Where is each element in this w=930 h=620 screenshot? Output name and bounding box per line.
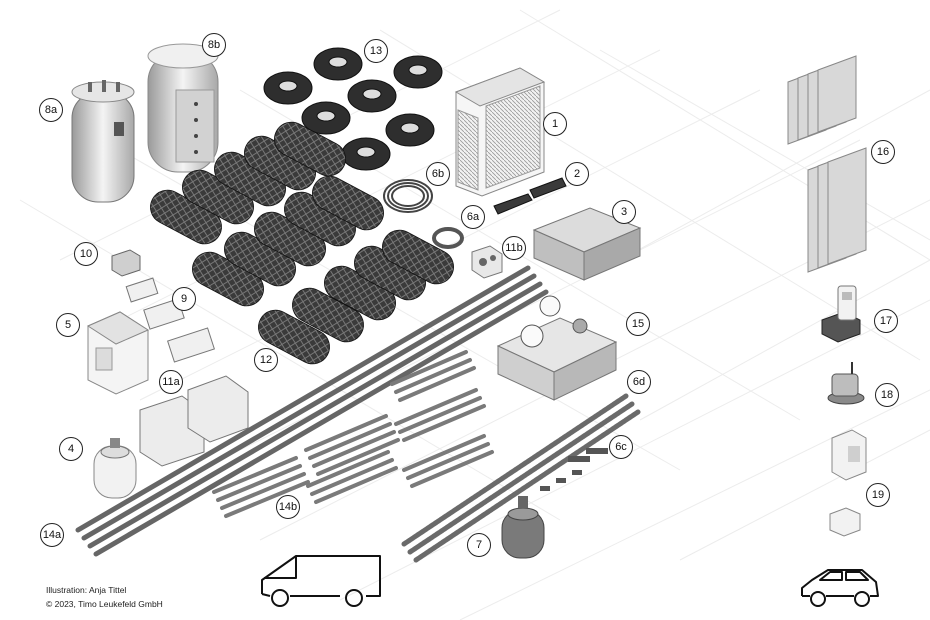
gas-tank [501,496,545,559]
callout-10: 10 [74,242,98,266]
rebar-bundle [401,393,641,563]
car-icon [801,569,879,607]
illustration-credit: Illustration: Anja Tittel [46,585,127,595]
callout-14a: 14a [40,523,64,547]
callout-17: 17 [874,309,898,333]
distribution-box [86,311,150,395]
callout-16: 16 [871,140,895,164]
small-electrical-parts [111,249,216,363]
mesh-rolls [150,121,454,365]
callout-6a: 6a [461,205,485,229]
callout-7: 7 [467,533,491,557]
van-icon [261,555,381,607]
callout-6c: 6c [609,435,633,459]
callout-8a: 8a [39,98,63,122]
callout-12: 12 [254,348,278,372]
callout-4: 4 [59,437,83,461]
callout-14b: 14b [276,495,300,519]
callout-1: 1 [543,112,567,136]
callout-6d: 6d [627,370,651,394]
copyright-notice: © 2023, Timo Leukefeld GmbH [46,599,163,609]
wireless-router [827,362,865,405]
small-hose-ring [432,227,464,249]
pipe-bundles [212,350,494,518]
callout-18: 18 [875,383,899,407]
insulation-jacket [147,43,219,173]
junction-box [471,245,503,279]
stone-panels [787,55,867,273]
hose-roll [383,179,433,213]
callout-11b: 11b [502,236,526,260]
callout-6b: 6b [426,162,450,186]
heat-pump-unit [454,67,546,197]
callout-19: 19 [866,483,890,507]
callout-5: 5 [56,313,80,337]
callout-9: 9 [172,287,196,311]
callout-13: 13 [364,39,388,63]
callout-8b: 8b [202,33,226,57]
cable-coils [263,47,443,171]
wall-brackets [493,177,567,215]
electrical-cabinets [139,375,249,467]
gauge-board [496,295,618,401]
room-thermostat [821,285,861,343]
gas-cylinder-small [93,438,137,499]
callout-15: 15 [626,312,650,336]
callout-2: 2 [565,162,589,186]
callout-11a: 11a [159,370,183,394]
callout-3: 3 [612,200,636,224]
hot-water-boiler [71,80,135,203]
long-pipes [75,265,549,557]
threaded-bolts [540,448,608,491]
wall-devices [829,429,867,537]
